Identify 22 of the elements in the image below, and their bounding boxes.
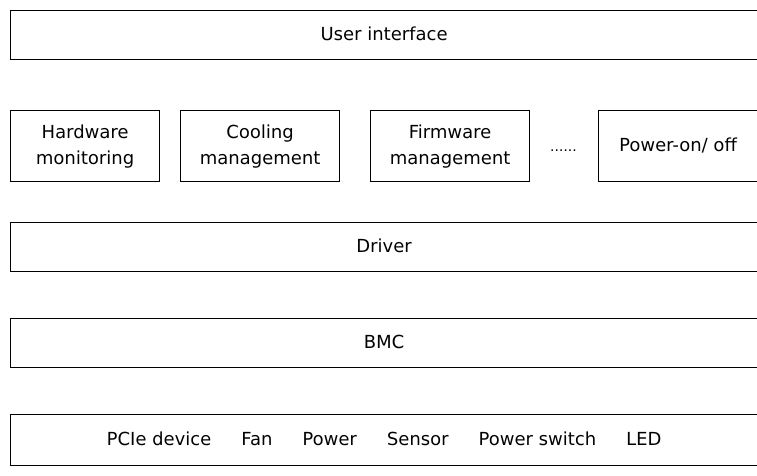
layer-box [10,10,757,60]
box-text: Hardware monitoring [34,121,136,171]
box-text: User interface [319,23,449,47]
box-text: Power [301,428,358,452]
box-text: Driver [355,235,413,259]
ellipsis-text: ...... [550,138,577,156]
box-text: Cooling management [198,121,322,171]
layer-box [370,110,530,182]
layer-box [10,110,160,182]
layer-box [10,222,757,272]
box-text: Fan [240,428,274,452]
box-text: Power-on/ off [618,134,738,158]
box-text: LED [625,428,662,452]
box-text: BMC [362,331,406,355]
box-text: Firmware management [388,121,512,171]
layer-box [180,110,340,182]
box-text: Sensor [386,428,450,452]
layer-box [598,110,757,182]
box-text: Power switch [478,428,598,452]
box-text: PCIe device [106,428,212,452]
layer-box [10,414,757,466]
layer-box [10,318,757,368]
